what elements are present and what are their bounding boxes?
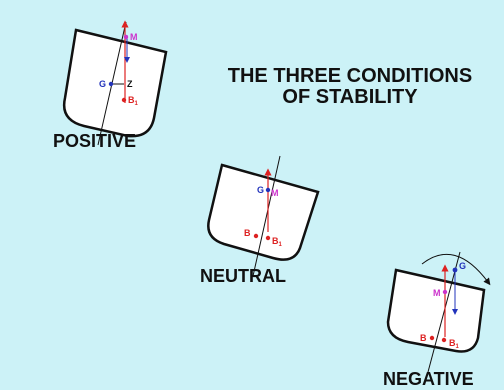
positive-m-label: M xyxy=(130,32,138,42)
positive-b1-label: B1 xyxy=(128,95,139,107)
page-title: THE THREE CONDITIONS OF STABILITY xyxy=(205,66,495,108)
positive-hull xyxy=(62,28,168,138)
negative-caption: NEGATIVE xyxy=(383,369,474,389)
neutral-diagram: G M B B1 xyxy=(207,155,320,277)
positive-b1-point xyxy=(121,97,127,103)
neutral-gm-point xyxy=(265,187,271,193)
positive-diagram: M G Z B1 xyxy=(62,20,168,146)
neutral-b-label: B xyxy=(244,228,251,238)
positive-z-label: Z xyxy=(127,79,133,89)
title-line-2: OF STABILITY xyxy=(282,86,418,108)
negative-b-label: B xyxy=(420,333,427,343)
negative-diagram: G M B B1 xyxy=(386,251,491,373)
neutral-caption: NEUTRAL xyxy=(200,266,286,286)
neutral-b1-point xyxy=(265,235,271,241)
neutral-m-label: M xyxy=(271,188,279,198)
negative-g-label: G xyxy=(459,261,466,271)
negative-g-point xyxy=(452,267,458,273)
negative-m-point xyxy=(442,289,448,295)
negative-hull xyxy=(386,268,486,353)
neutral-g-label: G xyxy=(257,185,264,195)
negative-m-label: M xyxy=(433,288,441,298)
neutral-centreline xyxy=(252,155,281,277)
neutral-b-point xyxy=(253,233,259,239)
negative-heeling-moment-arrow xyxy=(421,253,491,286)
neutral-b1-label: B1 xyxy=(272,236,283,248)
positive-g-label: G xyxy=(99,79,106,89)
negative-b-point xyxy=(429,335,435,341)
positive-caption: POSITIVE xyxy=(53,131,137,151)
negative-b1-point xyxy=(441,337,447,343)
neutral-hull xyxy=(207,163,320,261)
negative-b1-label: B1 xyxy=(449,338,460,350)
positive-g-point xyxy=(108,81,114,87)
positive-m-point xyxy=(123,34,129,40)
title-line-1: THE THREE CONDITIONS xyxy=(227,65,473,87)
